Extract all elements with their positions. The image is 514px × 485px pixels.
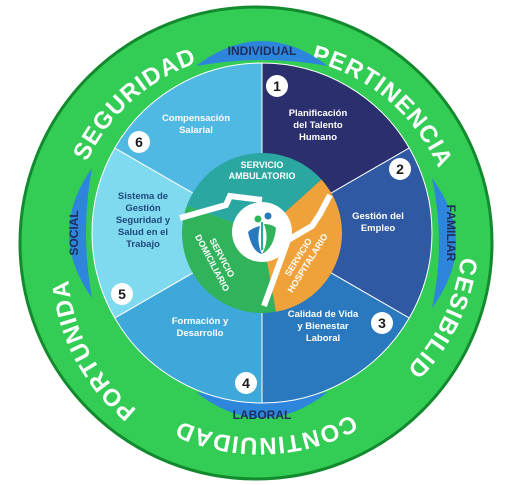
segment-5-sector: [91, 147, 263, 319]
svg-text:FAMILIAR: FAMILIAR: [444, 205, 458, 262]
segment-6-number: 6: [135, 134, 143, 150]
svg-text:SOCIAL: SOCIAL: [67, 210, 81, 255]
tab-familiar: FAMILIAR: [432, 178, 458, 308]
tab-individual: INDIVIDUAL: [196, 41, 328, 66]
segment-6-number-badge: [128, 131, 150, 153]
service-ambulatorio-sector: [186, 152, 322, 233]
segment-2-number-badge: [389, 158, 411, 180]
service-ambulatorio-line1: SERVICIO: [241, 160, 284, 170]
services-group: SERVICIO AMBULATORIO SERVICIO DOMICILIAR…: [179, 152, 342, 313]
segment-2-number: 2: [396, 161, 404, 177]
segment-5-number: 5: [118, 286, 126, 302]
segment-5-number-badge: [111, 283, 133, 305]
segment-3-number: 3: [378, 315, 386, 331]
segment-4-number-badge: [235, 372, 257, 394]
service-divider: [179, 192, 263, 221]
service-ambulatorio-line2: AMBULATORIO: [229, 171, 296, 181]
svg-text:LABORAL: LABORAL: [233, 408, 292, 422]
service-divider: [261, 193, 333, 308]
segment-1-number: 1: [273, 78, 281, 94]
tab-social: SOCIAL: [67, 168, 92, 298]
health-logo-icon: [248, 212, 276, 254]
segment-3-number-badge: [371, 312, 393, 334]
svg-text:INDIVIDUAL: INDIVIDUAL: [228, 44, 297, 58]
segment-1-number-badge: [266, 75, 288, 97]
segment-2-sector: [261, 147, 433, 319]
segment-4-number: 4: [242, 375, 250, 391]
